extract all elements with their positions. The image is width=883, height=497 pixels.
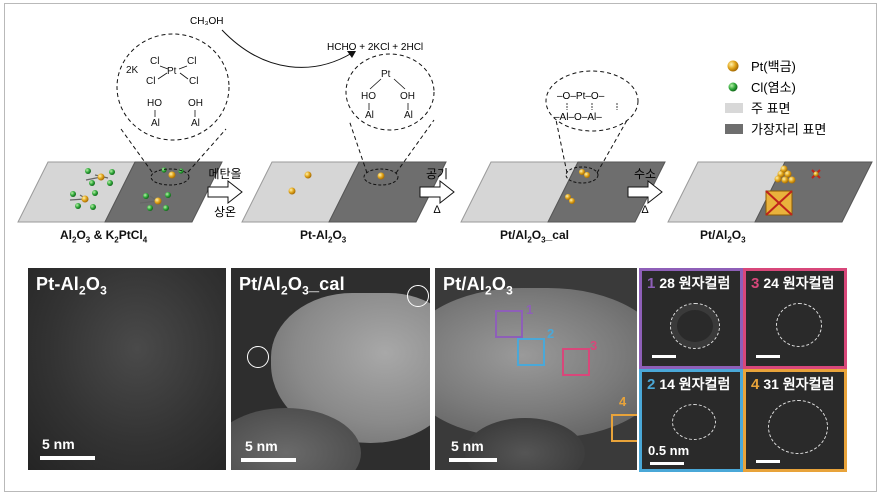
support-particle: [435, 288, 637, 438]
cluster-box-label: 3: [590, 338, 598, 353]
single-atom-marker: [407, 285, 429, 307]
panel-title: Pt/Al2O3: [443, 274, 513, 298]
single-atom-marker: [247, 346, 269, 368]
legend-label: Pt(백금): [751, 59, 796, 74]
legend: Pt(백금) Cl(염소) 주 표면 가장자리 표면: [725, 59, 826, 137]
inset-scale-label: 0.5 nm: [648, 443, 690, 458]
figure-frame: [4, 3, 877, 492]
atom-cluster: [670, 303, 720, 349]
legend-edge-surface-swatch: [725, 124, 743, 134]
step3-arrow-bottom: Δ: [641, 204, 649, 216]
caption-precursor: Al2O3 & K2PtCl4: [60, 228, 148, 245]
legend-pt-swatch: [727, 60, 739, 72]
inset-scale-bar: [650, 462, 684, 465]
bubble2-al: Al: [365, 110, 374, 121]
legend-main-surface-swatch: [725, 103, 743, 113]
stem-panel-pt-al2o3-final: 1 2 3 4 Pt/Al2O3 5 nm: [435, 268, 637, 470]
byproducts-formula: HCHO + 2KCl + 2HCl: [327, 42, 423, 53]
step1-arrow-bottom: 상온: [214, 205, 236, 219]
scale-label: 5 nm: [42, 436, 75, 452]
bubble1-cl: Cl: [189, 76, 198, 87]
synthesis-schematic: 2K Cl Cl Cl Cl Pt HO OH Al Al CH₃OH HCHO…: [17, 16, 873, 223]
bubble2-oh: OH: [400, 91, 415, 102]
cluster-box-label: 1: [526, 302, 534, 317]
cluster-box-2: [517, 338, 545, 366]
scale-label: 5 nm: [451, 438, 484, 454]
bubble1-al: Al: [191, 118, 200, 129]
bubble1-cl: Cl: [150, 56, 159, 67]
atom-cluster: [776, 303, 822, 347]
inset-scale-bar: [756, 355, 780, 358]
plate-pt-al2o3-final: [667, 161, 873, 223]
inset-scale-bar: [652, 355, 676, 358]
caption-pt-al2o3-final: Pt/Al2O3: [700, 228, 746, 245]
bubble2-pt: Pt: [381, 69, 391, 80]
stem-panel-pt-al2o3-cal: Pt/Al2O3_cal 5 nm: [231, 268, 430, 470]
plate-alumina-precursor: [17, 161, 223, 223]
step2-arrow-top: 공기: [426, 167, 448, 181]
pt-cluster-icon: [774, 165, 796, 184]
scale-bar: [40, 456, 95, 460]
legend-label: 주 표면: [751, 101, 791, 116]
bubble1-pt: Pt: [167, 66, 177, 77]
bubble1-cl: Cl: [146, 76, 155, 87]
atom-cluster: [768, 400, 828, 454]
cluster-box-label: 2: [547, 326, 555, 341]
caption-pt-al2o3: Pt-Al2O3: [300, 228, 347, 245]
bubble1-oh: OH: [188, 98, 203, 109]
bubble3-top: –O–Pt–O–: [557, 91, 605, 102]
bubble1-ho: HO: [147, 98, 162, 109]
cluster-box-1: [495, 310, 523, 338]
step2-arrow: 공기 Δ: [419, 167, 455, 216]
plate-pt-al2o3-cal: [460, 161, 666, 223]
panel-title: Pt-Al2O3: [36, 274, 107, 298]
step1-arrow-top: 메탄올: [208, 167, 241, 181]
bubble2-ho: HO: [361, 91, 376, 102]
bubble3-bottom: –Al–O–Al–: [554, 112, 602, 123]
legend-label: Cl(염소): [751, 80, 796, 95]
legend-cl-swatch: [728, 82, 738, 92]
step3-arrow-top: 수소: [634, 167, 656, 181]
methanol-formula: CH₃OH: [190, 16, 224, 27]
bubble2-al: Al: [404, 110, 413, 121]
cluster-box-3: [562, 348, 590, 376]
caption-pt-al2o3-cal: Pt/Al2O3_cal: [500, 228, 569, 245]
bubble1-k: 2K: [126, 65, 139, 76]
plate-pt-al2o3: [241, 161, 447, 223]
atom-cluster: [672, 404, 716, 440]
legend-label: 가장자리 표면: [751, 122, 826, 137]
step3-arrow: 수소 Δ: [627, 167, 663, 216]
step2-arrow-bottom: Δ: [433, 204, 441, 216]
scale-bar: [449, 458, 497, 462]
panel-title: Pt/Al2O3_cal: [239, 274, 345, 298]
bubble1-al: Al: [151, 118, 160, 129]
inset-scale-bar: [756, 460, 780, 463]
zoom-bubble-pt-al2o3: Pt HO OH Al Al: [345, 53, 435, 174]
cluster-box-label: 4: [619, 394, 627, 409]
zoom-bubble-precursor: 2K Cl Cl Cl Cl Pt HO OH Al Al: [116, 33, 230, 173]
scale-bar: [241, 458, 296, 462]
bubble1-cl: Cl: [187, 56, 196, 67]
methanol-reaction-arrow: CH₃OH HCHO + 2KCl + 2HCl: [190, 16, 423, 68]
step1-arrow: 메탄올 상온: [207, 167, 243, 219]
cluster-box-4: [611, 414, 637, 442]
zoom-bubble-pt-al2o3-cal: –O–Pt–O– –Al–O–Al–: [545, 70, 639, 174]
scale-label: 5 nm: [245, 438, 278, 454]
stem-panel-pt-al2o3: Pt-Al2O3 5 nm: [28, 268, 226, 470]
